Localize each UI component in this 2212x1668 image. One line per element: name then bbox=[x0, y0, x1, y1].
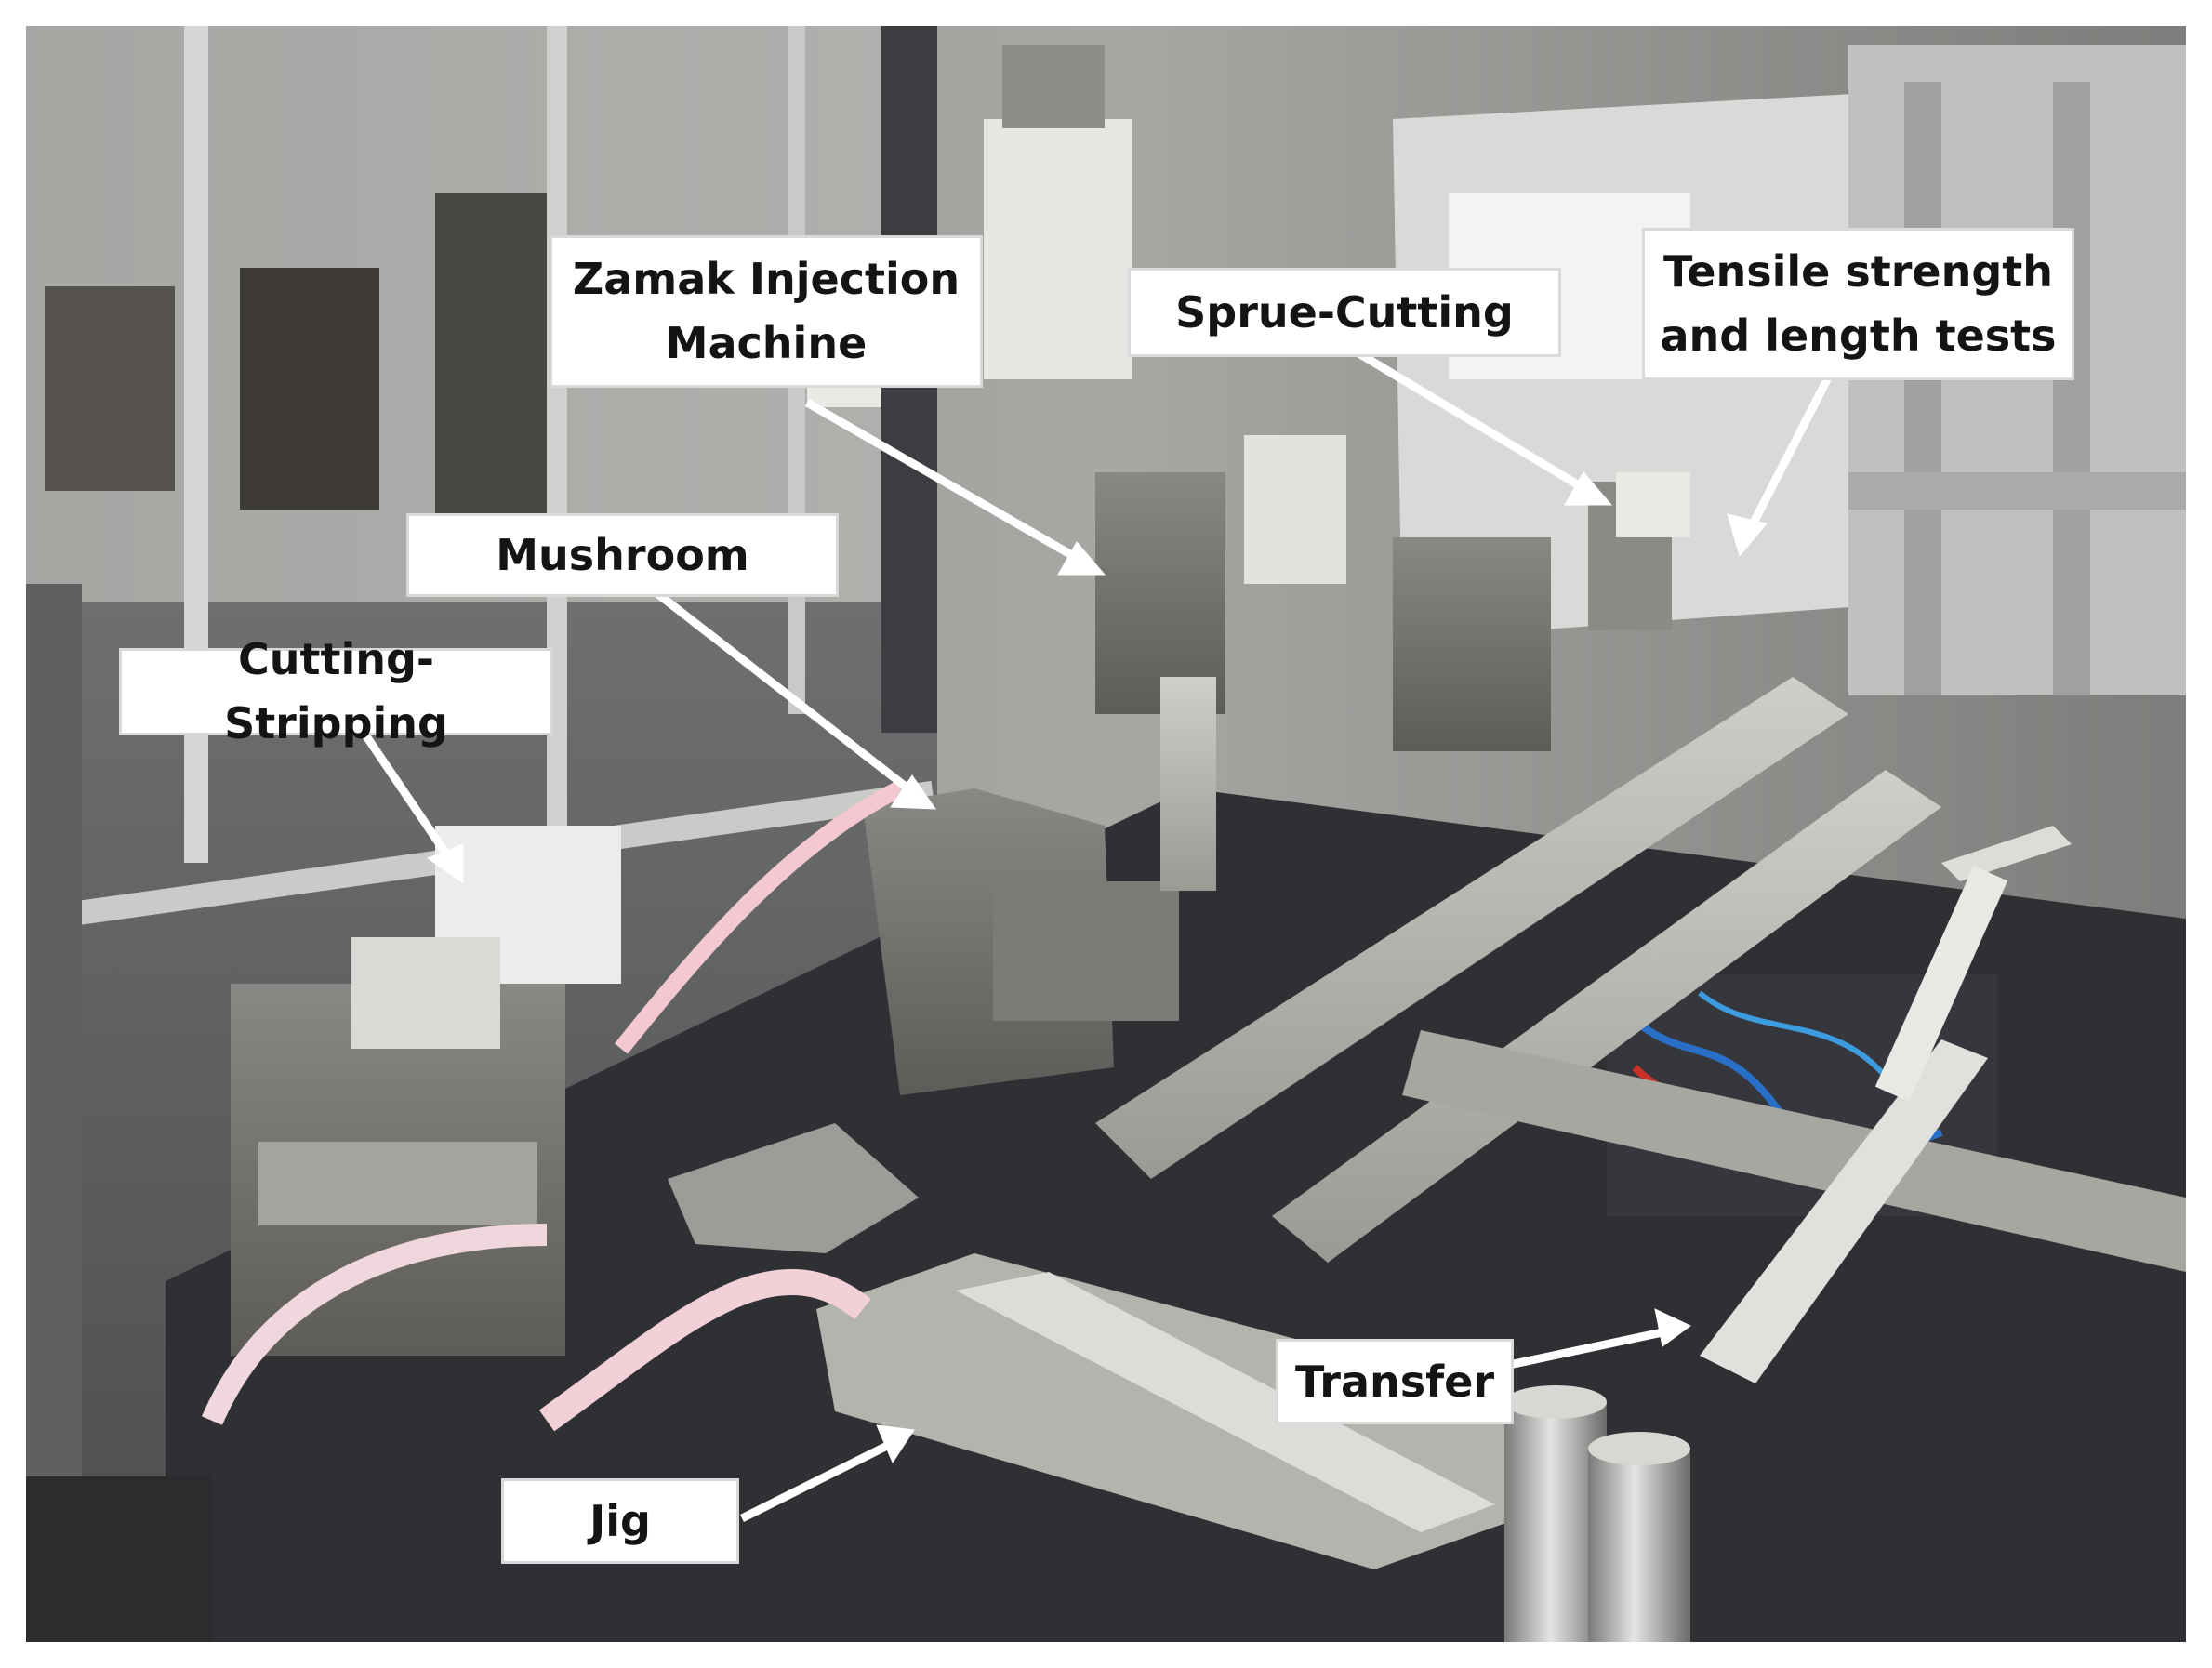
pink-hose bbox=[614, 780, 905, 1054]
foreground-frame bbox=[26, 1476, 212, 1642]
arrow-transfer-head bbox=[1654, 1308, 1691, 1347]
label-sprue-cutting: Sprue-Cutting bbox=[1128, 268, 1561, 357]
label-cutting-stripping: Cutting-Stripping bbox=[119, 634, 553, 748]
arrow-tensile-head bbox=[1727, 513, 1768, 558]
toothed-rack-upper bbox=[1874, 866, 2008, 1102]
frame-post bbox=[2053, 82, 2090, 695]
motor bbox=[984, 119, 1132, 379]
gearbox bbox=[1002, 45, 1105, 128]
bag-rack bbox=[240, 268, 379, 510]
jig-bar bbox=[956, 1272, 1495, 1532]
pneumatic-cylinder bbox=[1244, 435, 1346, 584]
arrow-zamak-head bbox=[1057, 541, 1106, 576]
arrow-zamak bbox=[804, 399, 1084, 564]
arrow-sprue bbox=[1330, 334, 1591, 495]
label-zamak-injection-machine: Zamak Injection Machine bbox=[550, 235, 983, 388]
pneumatic-cylinder bbox=[351, 937, 500, 1049]
cross-rail bbox=[1402, 1030, 2186, 1272]
stripping-block bbox=[258, 1142, 537, 1225]
frame-rail bbox=[1848, 472, 2186, 510]
transfer-rail bbox=[1272, 770, 1941, 1263]
arrow-sprue-head bbox=[1564, 471, 1613, 506]
mushroom-die bbox=[993, 881, 1179, 1021]
transfer-rail bbox=[1095, 677, 1848, 1179]
label-transfer: Transfer bbox=[1276, 1339, 1514, 1424]
jig-block bbox=[668, 1123, 919, 1253]
foreground-post bbox=[26, 584, 82, 1642]
label-jig: Jig bbox=[501, 1478, 739, 1564]
arrow-jig-head bbox=[876, 1424, 915, 1464]
arrow-cutting-head bbox=[426, 843, 464, 884]
arrow-tensile bbox=[1746, 353, 1844, 531]
arrow-jig bbox=[739, 1439, 894, 1523]
pink-hose bbox=[538, 1269, 871, 1432]
servo-motor bbox=[1616, 472, 1690, 537]
toothed-rack bbox=[1700, 1039, 1988, 1383]
arrow-transfer bbox=[1508, 1328, 1663, 1370]
pink-hose bbox=[201, 1224, 548, 1425]
arrow-cutting bbox=[357, 725, 453, 861]
arrow-mushroom bbox=[618, 562, 917, 797]
sprue-station bbox=[1393, 537, 1551, 751]
annotation-arrows bbox=[357, 334, 1844, 1523]
injection-head bbox=[1095, 472, 1225, 714]
glass-frame-post bbox=[547, 26, 567, 863]
steel-cylinder bbox=[1588, 1449, 1690, 1642]
label-tensile-strength-tests: Tensile strength and length tests bbox=[1642, 228, 2074, 380]
label-mushroom: Mushroom bbox=[406, 513, 839, 597]
upright-plate bbox=[1160, 677, 1216, 891]
frame-post bbox=[1904, 82, 1941, 695]
arrow-mushroom-head bbox=[890, 774, 936, 810]
shelf bbox=[45, 286, 175, 491]
rack bbox=[435, 193, 547, 528]
